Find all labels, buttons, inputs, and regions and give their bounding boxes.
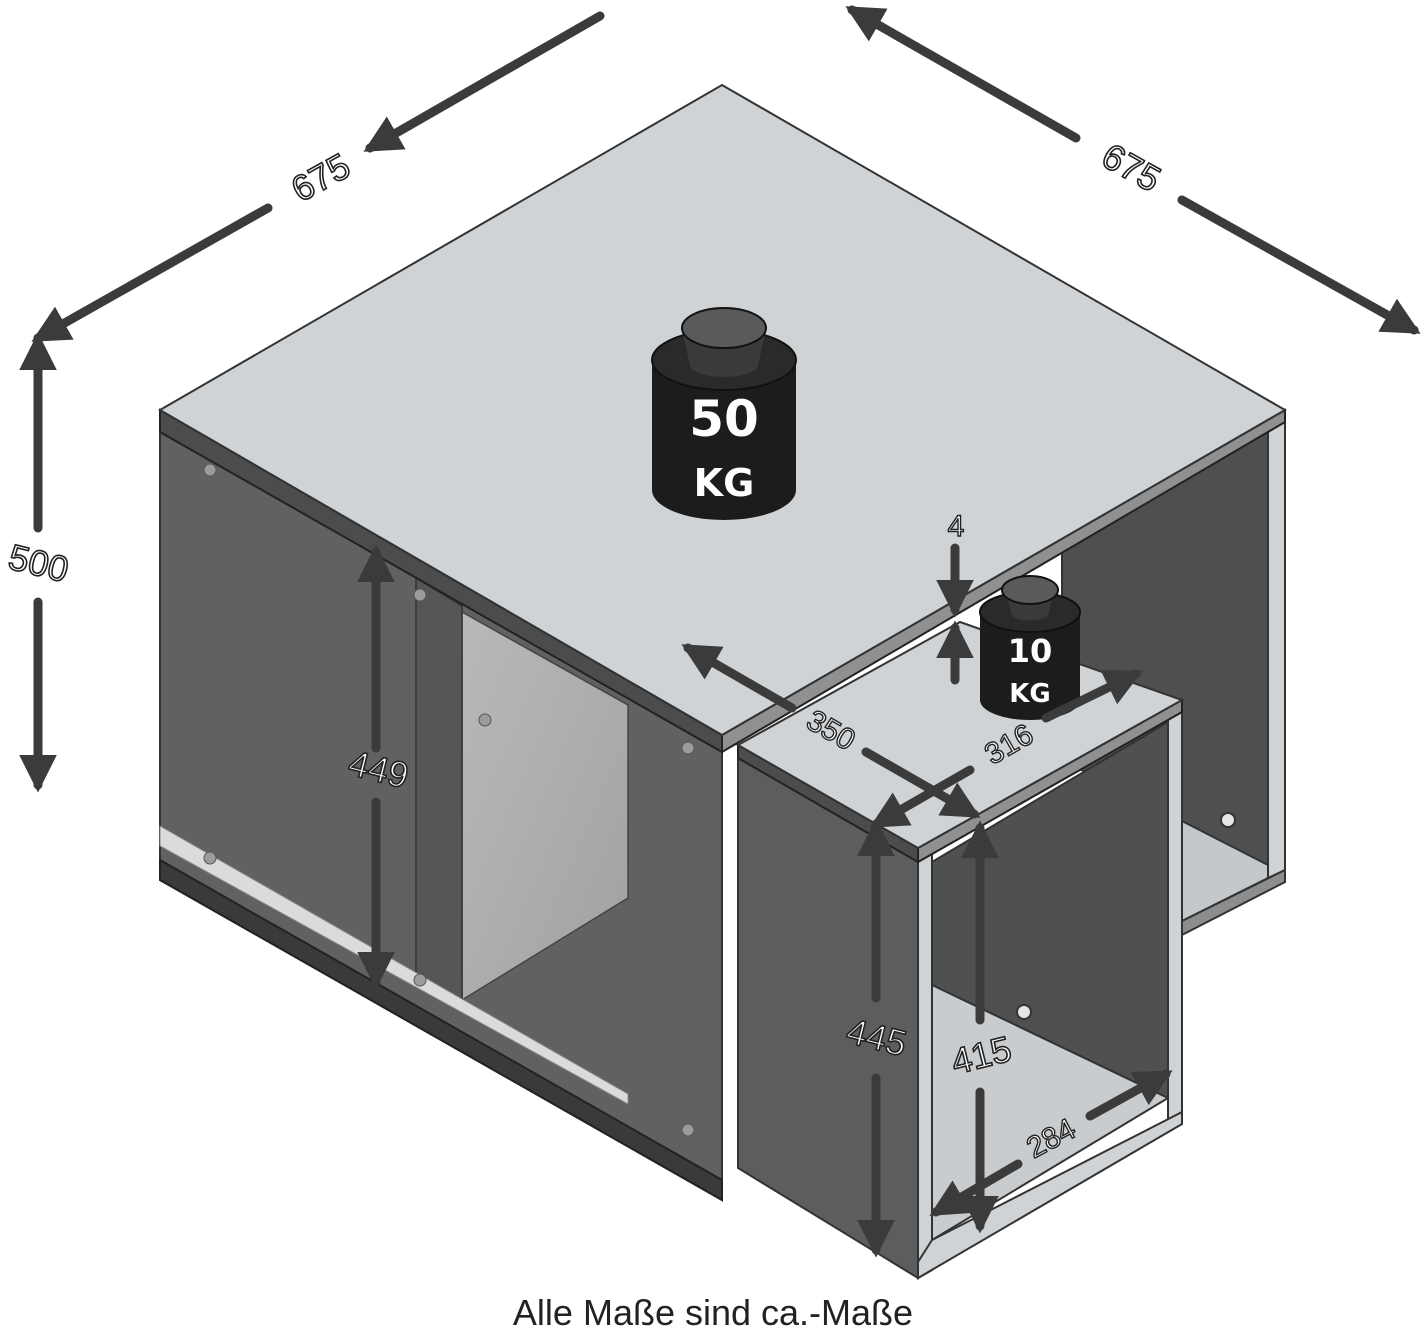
weight-10-value: 10 bbox=[1008, 632, 1053, 670]
inner-divider bbox=[415, 576, 463, 1002]
main-dowel bbox=[1220, 812, 1236, 828]
arrow-inner-width bbox=[1085, 1069, 1173, 1121]
main-base bbox=[159, 858, 723, 1202]
label-width-left: 675 bbox=[284, 145, 356, 210]
label-thickness: 4 bbox=[948, 510, 965, 543]
caption: Alle Maße sind ca.-Maße bbox=[512, 1292, 914, 1333]
weight-50kg: 50 KG bbox=[651, 307, 797, 520]
side-dowel bbox=[1016, 1004, 1032, 1020]
weight-50-value: 50 bbox=[689, 390, 759, 448]
side-right-post bbox=[1167, 703, 1183, 1130]
arrow-width-left-b bbox=[31, 203, 273, 343]
arrow-width-right bbox=[845, 5, 1081, 143]
arrow-depth-side bbox=[681, 643, 797, 713]
label-height-total: 500 bbox=[5, 536, 73, 590]
side-front-post bbox=[917, 850, 933, 1280]
dimension-arrows bbox=[19, 5, 1421, 1258]
arrow-width-left bbox=[363, 11, 605, 153]
dowels bbox=[203, 463, 695, 1137]
arrow-depth-side-b bbox=[861, 747, 981, 819]
arrow-inner-width-b bbox=[929, 1159, 1023, 1217]
weight-10-unit: KG bbox=[1009, 679, 1051, 709]
weight-50-unit: KG bbox=[694, 461, 755, 505]
arrow-width-side bbox=[1041, 669, 1143, 723]
arrow-width-side-b bbox=[869, 765, 975, 829]
side-bottom-edge bbox=[917, 1110, 1183, 1280]
right-end-panel bbox=[1267, 418, 1286, 880]
label-width-right: 675 bbox=[1095, 135, 1167, 200]
arrow-width-right-b bbox=[1177, 195, 1421, 335]
weight-10kg: 10 KG bbox=[979, 575, 1081, 720]
dimension-labels: 675 675 500 449 4 350 316 445 415 284 bbox=[4, 134, 1169, 1166]
